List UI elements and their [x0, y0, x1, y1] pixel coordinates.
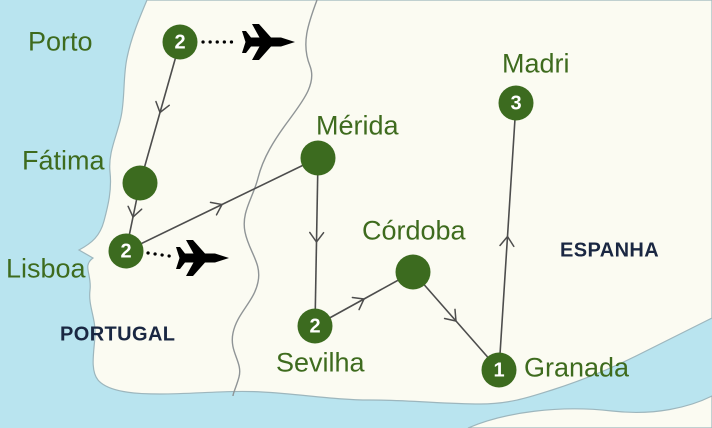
route-granada-madri [498, 102, 517, 371]
airplane-icon-lisboa [176, 240, 229, 276]
route-sevilha-cordoba [314, 271, 414, 327]
portugal-spain-border [231, 0, 318, 397]
nights-badge: 3 [510, 92, 522, 114]
iberian-peninsula-landmass [77, 0, 712, 405]
city-label-lisboa: Lisboa [6, 253, 86, 284]
city-marker-porto: 2 [162, 24, 198, 60]
city-label-cordoba: Córdoba [362, 215, 466, 246]
route-cordoba-granada [412, 271, 500, 371]
city-marker-granada: 1 [481, 352, 517, 388]
city-marker-lisboa: 2 [108, 233, 144, 269]
city-label-porto: Porto [28, 26, 93, 57]
city-label-granada: Granada [524, 352, 630, 383]
city-label-merida: Mérida [316, 110, 399, 141]
route-porto-fatima [139, 41, 181, 184]
nights-badge: 2 [309, 315, 321, 337]
route-merida-sevilha [309, 157, 325, 327]
city-label-fatima: Fátima [22, 145, 105, 176]
nights-badge: 1 [493, 359, 505, 381]
city-marker-cordoba [395, 254, 431, 290]
city-marker-fatima [122, 165, 158, 201]
city-marker-sevilha: 2 [297, 308, 333, 344]
city-label-sevilha: Sevilha [276, 347, 365, 378]
nights-badge: 2 [120, 240, 132, 262]
nights-badge: 2 [174, 31, 186, 53]
flight-icons [146, 24, 295, 276]
flight-dotted-line-lisboa [146, 251, 178, 259]
country-label-espanha: ESPANHA [560, 239, 660, 262]
city-label-madri: Madri [502, 48, 570, 79]
route-lines [125, 41, 517, 371]
city-marker-madri: 3 [498, 85, 534, 121]
airplane-icon-porto [242, 24, 295, 60]
route-lisboa-merida [125, 157, 319, 252]
city-marker-merida [300, 140, 336, 176]
country-label-portugal: PORTUGAL [60, 323, 176, 346]
north-africa-landmass [467, 395, 712, 428]
